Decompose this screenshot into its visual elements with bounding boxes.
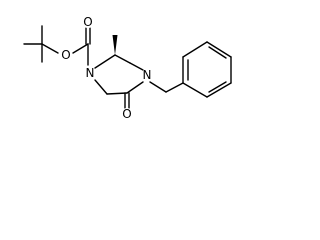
boc-carbonyl-oxygen-label: O [83, 15, 92, 29]
benzyl-group [149, 41, 232, 98]
tert-butyl-group [23, 25, 59, 63]
stereo-wedge-methyl [112, 35, 118, 55]
bond-ring-2-3 [182, 41, 208, 58]
bond-ring-3-4 [206, 41, 232, 58]
bond-ring-inner-bottom [208, 81, 227, 93]
bond-n1-to-c2 [94, 54, 116, 69]
benzyl-nitrogen-label: N [143, 68, 152, 82]
bond-n4-to-ch2 [149, 81, 167, 93]
atom-labels: O O N N O [60, 15, 153, 121]
chemical-structure-diagram: O O N N O [23, 15, 232, 121]
lactam-oxygen-label: O [122, 107, 131, 121]
bond-c6-to-n1 [94, 79, 108, 95]
bond-ring-6-1 [182, 82, 208, 98]
boc-carbamate-group [72, 27, 91, 66]
bond-ether-o-to-carbonyl-c [72, 43, 89, 54]
boc-nitrogen-label: N [86, 66, 95, 80]
bond-n4-to-c5 [126, 81, 144, 94]
piperazinone-ring [94, 35, 144, 109]
bond-tbu-to-ether-o [41, 43, 59, 54]
bond-ch2-to-ring [165, 82, 184, 93]
bond-c2-to-c3 [114, 54, 131, 64]
bond-ring-inner-top [208, 46, 227, 59]
bond-c3-to-n4 [129, 62, 144, 71]
bond-ring-5-6 [206, 82, 232, 98]
boc-ether-oxygen-label: O [61, 48, 70, 62]
bond-c5-to-c6 [106, 92, 128, 95]
